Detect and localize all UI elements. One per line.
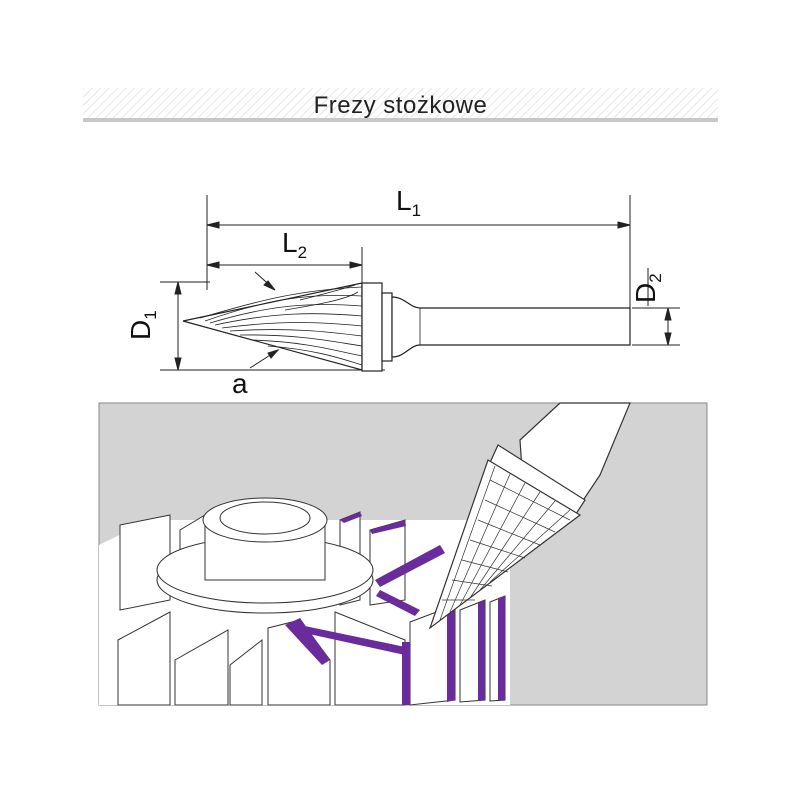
label-l1: L1 [396, 185, 421, 220]
page-title: Frezy stożkowe [313, 92, 488, 119]
label-d1: D1 [125, 310, 160, 340]
label-l2: L2 [282, 227, 307, 262]
label-d2: D2 [630, 273, 665, 303]
header-hatch-pattern [83, 88, 718, 122]
usage-illustration [98, 402, 708, 706]
cone-burr-drawing [182, 282, 631, 372]
header-band: Frezy stożkowe [83, 88, 718, 122]
label-angle-a: a [232, 368, 248, 399]
burr-tool-illustration [428, 402, 631, 630]
dimension-labels: L1 L2 D1 D2 a [125, 185, 665, 399]
